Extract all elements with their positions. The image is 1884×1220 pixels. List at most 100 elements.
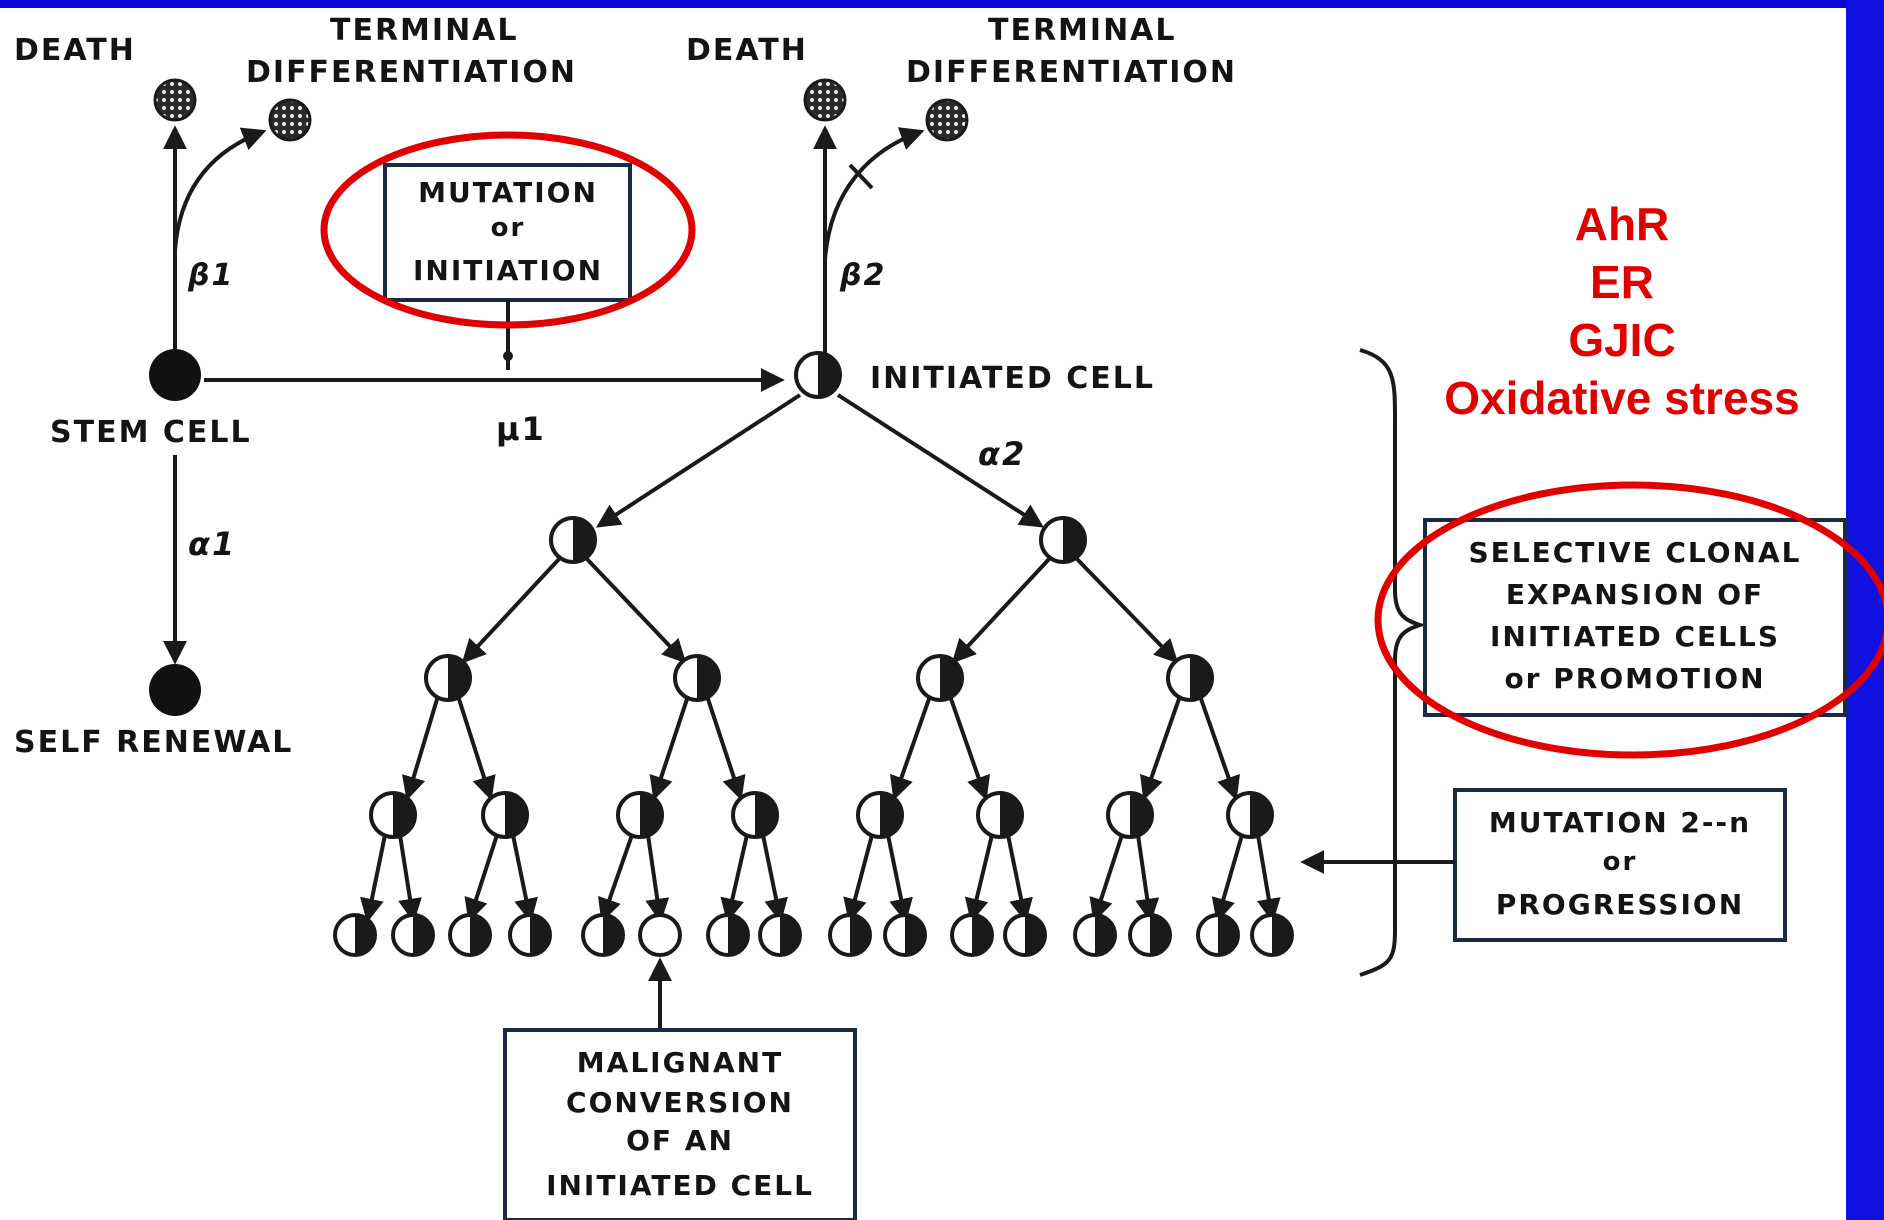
initiated-to-diff-arrow [823, 127, 925, 261]
tree-cell-l4-7 [706, 913, 750, 957]
branch-l3-1 [402, 695, 440, 801]
malignant-line4: INITIATED CELL [546, 1169, 814, 1202]
death-cell-1 [153, 78, 197, 122]
tree-cell-l4-4 [508, 913, 552, 957]
tree-cell-l3-8 [1226, 791, 1274, 839]
branch-l3-7 [1140, 695, 1182, 801]
tree-cell-l4-8 [758, 913, 802, 957]
diff-block-tick [848, 163, 874, 190]
tree-cell-l4-10 [883, 913, 927, 957]
tree-cell-l4-1 [333, 913, 377, 957]
branch-l4-13 [1089, 834, 1124, 923]
tree-cell-l4-14 [1128, 913, 1172, 957]
branch-l4-8 [761, 834, 788, 923]
tree-cell-l4-12 [1003, 913, 1047, 957]
tree-cell-l3-2 [481, 791, 529, 839]
tree-cell-l4-16 [1250, 913, 1294, 957]
mutation-initiation-line3: INITIATION [413, 254, 603, 287]
branch-l4-6 [645, 834, 670, 923]
tree-cell-l1-b [1039, 516, 1087, 564]
mutation-initiation-box [383, 163, 632, 302]
tree-cell-l4-5 [581, 913, 625, 957]
selective-clonal-box [1423, 518, 1847, 717]
right-blue-bar [1846, 0, 1884, 1220]
malignant-line2: CONVERSION [566, 1086, 794, 1119]
tree-cell-l1-a [549, 516, 597, 564]
tree-cell-l3-3 [616, 791, 664, 839]
tree-cell-l3-5 [856, 791, 904, 839]
highlight-mutation-initiation [320, 131, 696, 329]
branch-l3-6 [948, 695, 990, 801]
factor-er: ER [1590, 256, 1654, 308]
malignant-conversion-box [503, 1028, 857, 1220]
branch-l4-10 [886, 834, 913, 923]
branch-l3-4 [705, 695, 746, 801]
branch-l4-4 [511, 834, 538, 923]
alpha-1-label: α1 [188, 525, 236, 563]
terminal-diff-label-2a: TERMINAL [988, 13, 1177, 48]
tree-cell-l2-c [916, 654, 964, 702]
branch-l4-1 [360, 834, 387, 923]
branch-l3-2 [456, 695, 496, 801]
tree-cell-l4-13 [1073, 913, 1117, 957]
mu-1-label: μ1 [496, 410, 546, 448]
branch-l4-5 [598, 834, 634, 923]
branch-l1-left [595, 393, 802, 528]
branch-l2-4 [1074, 556, 1179, 664]
malignant-cell [638, 913, 682, 957]
mutation-junction-dot [503, 351, 513, 361]
mutation-initiation-line2: or [491, 213, 526, 243]
branch-l4-9 [843, 834, 874, 923]
branch-l4-2 [398, 834, 422, 923]
factor-gjic: GJIC [1568, 314, 1675, 366]
progression-line2: or [1603, 847, 1638, 877]
beta-1-label: β1 [187, 258, 234, 293]
branch-l2-2 [584, 556, 687, 664]
mutation-progression-box [1453, 788, 1787, 942]
branch-l4-7 [720, 834, 749, 923]
branch-l2-1 [461, 556, 562, 664]
mutation-initiation-line1: MUTATION [418, 176, 598, 209]
progression-line3: PROGRESSION [1496, 888, 1744, 921]
tree-cell-l2-b [673, 654, 721, 702]
branch-l4-14 [1135, 834, 1160, 923]
selective-line1: SELECTIVE CLONAL [1468, 536, 1801, 569]
highlight-selective-clonal [1374, 481, 1884, 759]
self-renewal-cell [149, 664, 201, 716]
selective-line2: EXPANSION OF [1506, 578, 1764, 611]
tree-cell-l4-11 [950, 913, 994, 957]
branch-l4-12 [1006, 834, 1033, 923]
terminal-diff-label-2b: DIFFERENTIATION [906, 55, 1237, 90]
selective-line4: or PROMOTION [1504, 662, 1765, 695]
branch-l4-11 [964, 834, 994, 923]
death-label-2: DEATH [686, 33, 808, 68]
diff-cell-1 [268, 98, 312, 142]
factor-oxidative-stress: Oxidative stress [1444, 372, 1799, 424]
tree-cell-l3-7 [1106, 791, 1154, 839]
branch-l3-3 [649, 695, 690, 801]
malignant-line1: MALIGNANT [577, 1046, 783, 1079]
tree-cell-l2-d [1166, 654, 1214, 702]
factor-ahr: AhR [1575, 198, 1670, 250]
tree-cell-l3-4 [731, 791, 779, 839]
terminal-diff-label-1a: TERMINAL [330, 13, 519, 48]
beta-2-label: β2 [839, 258, 886, 293]
tree-cell-l4-2 [391, 913, 435, 957]
diff-cell-2 [925, 98, 969, 142]
progression-line1: MUTATION 2--n [1489, 806, 1751, 839]
initiated-cell [794, 351, 842, 399]
death-label-1: DEATH [14, 33, 136, 68]
stem-cell-label: STEM CELL [50, 415, 252, 450]
initiated-cell-label: INITIATED CELL [870, 361, 1155, 396]
branch-l4-3 [464, 834, 499, 923]
self-renewal-label: SELF RENEWAL [14, 725, 293, 760]
branch-l1-right [836, 393, 1045, 528]
death-cell-2 [803, 78, 847, 122]
tree-cell-l4-9 [828, 913, 872, 957]
branch-l4-15 [1211, 834, 1244, 923]
tree-cell-l4-3 [448, 913, 492, 957]
selective-line3: INITIATED CELLS [1490, 620, 1780, 653]
tree-cell-l3-6 [976, 791, 1024, 839]
